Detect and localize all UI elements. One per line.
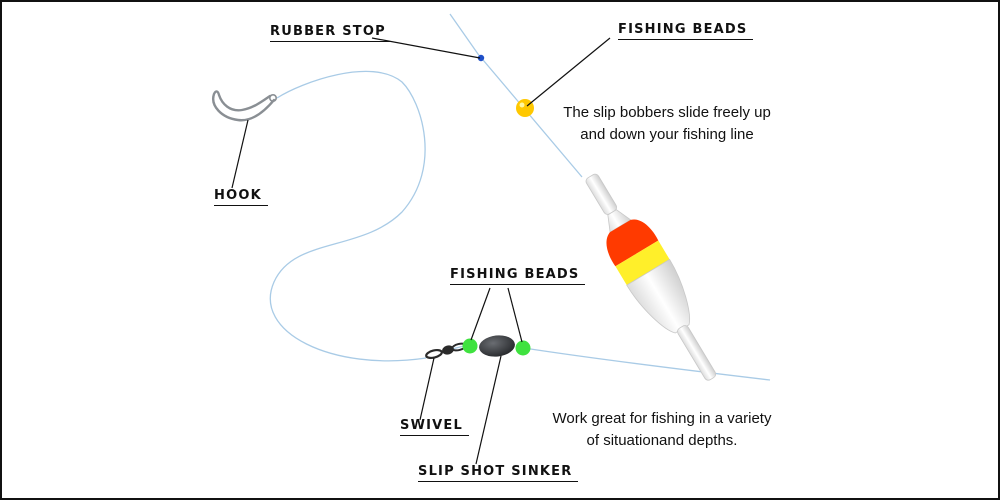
label-fishing-beads-bottom: FISHING BEADS	[450, 267, 586, 285]
leader-fishing-beads-top	[526, 37, 611, 107]
leader-swivel	[419, 357, 435, 421]
leader-beads-right	[507, 287, 523, 343]
bobber-description-line1: The slip bobbers slide freely up	[563, 104, 771, 121]
fishing-bead-right	[515, 340, 531, 356]
leader-beads-left	[470, 287, 491, 341]
swivel-shape	[425, 342, 467, 360]
leader-line	[269, 70, 427, 362]
general-description: Work great for fishing in a variety of s…	[532, 408, 792, 452]
leader-hook	[231, 119, 249, 189]
label-slip-shot-sinker: SLIP SHOT SINKER	[418, 464, 579, 482]
fishing-line-main	[449, 13, 583, 178]
bobber-description: The slip bobbers slide freely up and dow…	[557, 102, 777, 146]
slip-shot-sinker-shape	[479, 335, 515, 357]
fishing-bead-left	[462, 338, 478, 354]
general-description-line2: of situationand depths.	[586, 432, 738, 449]
general-description-line1: Work great for fishing in a variety	[552, 410, 772, 427]
label-fishing-beads-top: FISHING BEADS	[618, 22, 754, 40]
slip-bobber	[585, 173, 717, 381]
bobber-description-line2: and down your fishing line	[580, 126, 754, 143]
fishing-bead-top	[516, 99, 534, 117]
rubber-stop-dot	[477, 54, 485, 62]
label-hook: HOOK	[214, 188, 268, 206]
label-rubber-stop: RUBBER STOP	[270, 24, 392, 42]
leader-sinker	[475, 355, 502, 465]
fishing-line-lower	[523, 347, 771, 381]
label-swivel: SWIVEL	[400, 418, 469, 436]
hook-shape	[212, 90, 276, 122]
